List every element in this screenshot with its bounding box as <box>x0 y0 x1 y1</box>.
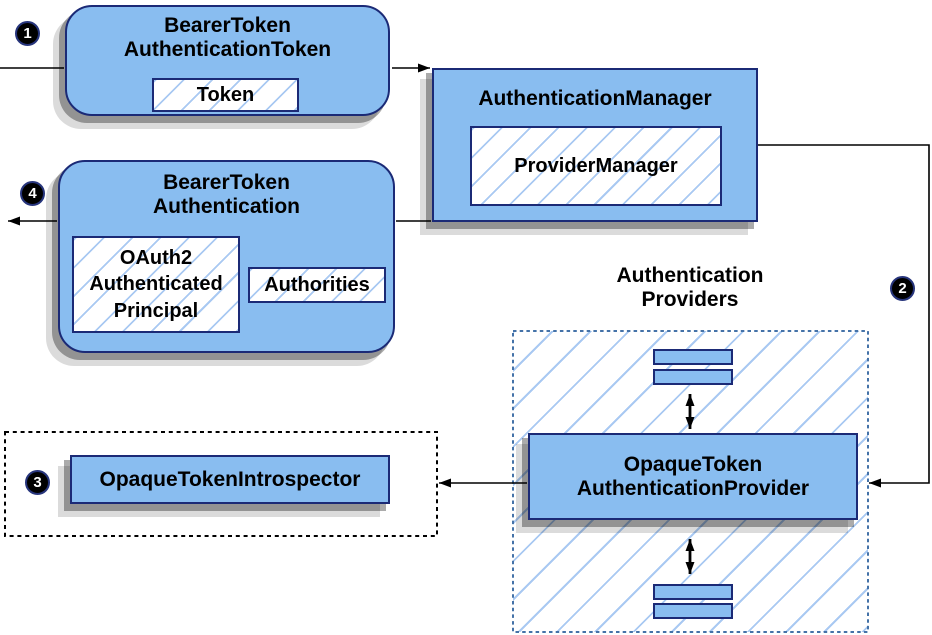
oauth2-authenticated-principal-label: OAuth2 Authenticated Principal <box>89 246 223 322</box>
provider-manager-field: ProviderManager <box>470 126 722 206</box>
authorities-field: Authorities <box>248 267 386 303</box>
node-title: BearerToken Authentication <box>153 171 300 218</box>
provider-slot-rect <box>653 584 733 600</box>
provider-slot-rect <box>653 603 733 619</box>
node-title: AuthenticationManager <box>478 87 712 110</box>
step-badge-2: 2 <box>890 276 915 301</box>
step-badge-4: 4 <box>20 181 45 206</box>
node-bearer-token-authentication-token: BearerToken AuthenticationToken Token <box>65 5 390 116</box>
step-badge-1: 1 <box>15 21 40 46</box>
node-authentication-manager: AuthenticationManager ProviderManager <box>432 68 758 222</box>
node-opaque-token-introspector: OpaqueTokenIntrospector <box>70 455 390 504</box>
provider-slot-rect <box>653 349 733 365</box>
token-field: Token <box>152 78 299 112</box>
step-badge-3: 3 <box>25 470 50 495</box>
node-title: OpaqueToken AuthenticationProvider <box>576 452 810 500</box>
authorities-label: Authorities <box>264 273 370 296</box>
oauth2-authenticated-principal-field: OAuth2 Authenticated Principal <box>72 236 240 333</box>
token-field-label: Token <box>196 83 255 106</box>
node-title: OpaqueTokenIntrospector <box>99 467 361 491</box>
node-bearer-token-authentication: BearerToken Authentication OAuth2 Authen… <box>58 160 395 353</box>
provider-slot-rect <box>653 369 733 385</box>
node-opaque-token-authentication-provider: OpaqueToken AuthenticationProvider <box>528 433 858 520</box>
node-title: BearerToken AuthenticationToken <box>123 14 332 61</box>
provider-manager-label: ProviderManager <box>514 154 678 177</box>
authentication-providers-label: Authentication Providers <box>616 264 764 312</box>
